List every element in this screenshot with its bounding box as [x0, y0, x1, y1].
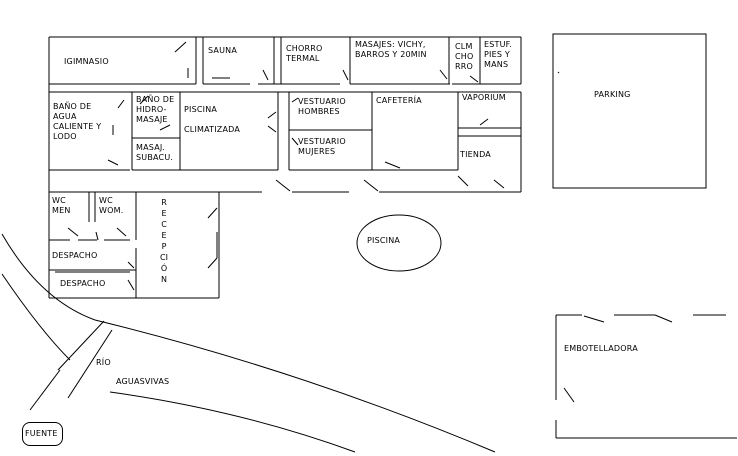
tienda-label: TIENDA — [460, 150, 491, 159]
estufa-label: ESTUF. PIES Y MANS — [484, 40, 512, 69]
piscina-label: PISCINA — [367, 236, 401, 245]
fuente-box — [22, 422, 63, 446]
clm-chorro-label: CLM CHO RRO — [455, 42, 474, 71]
rio-label: RÍO — [96, 358, 111, 367]
masaje-subacuatico-label: MASAJ. SUBACU. — [136, 143, 174, 162]
vestuario-mujeres-label: VESTUARIO MUJERES — [298, 137, 346, 156]
cafeteria-label: CAFETERÍA — [376, 96, 422, 105]
fuente-label: FUENTE — [25, 429, 58, 438]
wc-men-label: WC MEN — [52, 196, 71, 215]
piscina-climatizada-label: PISCINA CLIMATIZADA — [184, 105, 241, 134]
masajes-label: MASAJES: VICHY, BARROS Y 20MIN — [355, 40, 427, 59]
bano-agua-label: BAÑO DE AGUA CALIENTE Y LODO — [53, 102, 102, 141]
parking-label: PARKING — [594, 90, 631, 99]
vestuario-hombres-label: VESTUARIO HOMBRES — [298, 97, 346, 116]
chorro-termal-label: CHORRO TERMAL — [286, 44, 323, 63]
aguasvivas-label: AGUASVIVAS — [116, 377, 170, 386]
recepcion-label: RECEPCIÓN — [160, 198, 168, 284]
bano-hidro-label: BAÑO DE HIDRO- MASAJE — [136, 95, 175, 124]
gimnasio-label: IGIMNASIO — [64, 57, 109, 66]
wc-women-label: WC WOM. — [99, 196, 124, 215]
sauna-label: SAUNA — [208, 46, 238, 55]
embotelladora-label: EMBOTELLADORA — [564, 344, 638, 353]
despacho-1-label: DESPACHO — [52, 251, 98, 260]
despacho-2-label: DESPACHO — [60, 279, 106, 288]
vaporium-label: VAPORIUM — [462, 93, 506, 102]
